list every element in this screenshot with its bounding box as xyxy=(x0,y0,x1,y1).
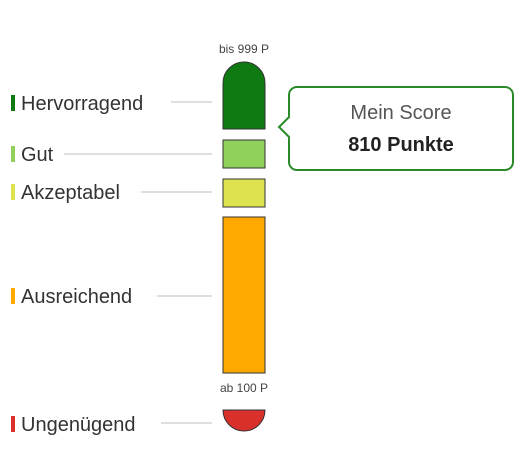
segment-akzeptabel xyxy=(222,178,266,208)
segment-hervorragend xyxy=(222,61,266,130)
level-marker-hervorragend xyxy=(11,95,15,111)
level-marker-akzeptabel xyxy=(11,184,15,200)
scale-bottom-label: ab 100 P xyxy=(220,381,268,395)
score-title: Mein Score xyxy=(350,102,452,124)
level-marker-ausreichend xyxy=(11,288,15,304)
level-label-ausreichend: Ausreichend xyxy=(21,286,132,308)
scale-top-label: bis 999 P xyxy=(219,42,269,56)
segment-ausreichend xyxy=(222,216,266,374)
level-label-gut: Gut xyxy=(21,144,54,166)
segment-gut xyxy=(222,139,266,169)
segment-ungenuegend xyxy=(222,409,266,432)
level-label-ungenuegend: Ungenügend xyxy=(21,414,136,436)
level-label-akzeptabel: Akzeptabel xyxy=(21,182,120,204)
score-value: 810 Punkte xyxy=(348,134,454,156)
level-label-hervorragend: Hervorragend xyxy=(21,93,143,115)
level-marker-ungenuegend xyxy=(11,416,15,432)
score-callout: Mein Score 810 Punkte xyxy=(277,86,514,171)
level-marker-gut xyxy=(11,146,15,162)
